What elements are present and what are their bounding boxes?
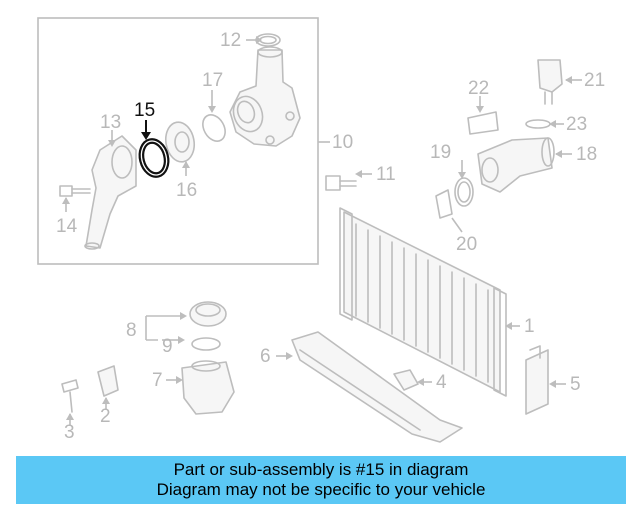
part-21-sensor	[537, 59, 582, 105]
callout-1: 1	[524, 316, 535, 337]
callout-3: 3	[64, 422, 75, 443]
part-18-outlet	[477, 137, 572, 193]
assembly-inset-box	[37, 17, 319, 265]
callout-15: 15	[134, 100, 155, 121]
part-7-reservoir	[166, 360, 235, 415]
part-13-flange	[84, 130, 137, 250]
callout-18: 18	[576, 144, 597, 165]
callout-8: 8	[126, 320, 137, 341]
part-19-oring	[454, 160, 474, 207]
part-9-seal	[162, 336, 221, 351]
callout-12: 12	[220, 30, 241, 51]
callout-19: 19	[430, 142, 451, 163]
part-1-radiator	[339, 207, 520, 397]
part-23-oring	[525, 119, 564, 129]
part-2-mount	[97, 365, 119, 410]
callout-9: 9	[162, 336, 173, 357]
part-5-bracket	[525, 345, 566, 415]
callout-11: 11	[376, 164, 396, 185]
banner-line-2: Diagram may not be specific to your vehi…	[156, 480, 486, 499]
callout-16: 16	[176, 180, 197, 201]
part-20-seal	[435, 189, 463, 233]
part-6-duct	[276, 331, 463, 443]
callout-17: 17	[202, 70, 223, 91]
callout-4: 4	[436, 372, 447, 393]
part-16-thermostat	[164, 121, 196, 176]
callout-6: 6	[260, 346, 271, 367]
callout-20: 20	[456, 234, 477, 255]
callout-13: 13	[100, 112, 121, 133]
callout-5: 5	[570, 374, 581, 395]
part-17-oring	[202, 90, 226, 142]
part-22-gasket	[467, 96, 499, 135]
part-12-oring	[246, 33, 281, 47]
callout-10: 10	[332, 132, 353, 153]
callout-2: 2	[100, 406, 111, 427]
part-3-screw	[61, 379, 79, 426]
callout-14: 14	[56, 216, 78, 237]
part-11-bolt	[325, 170, 372, 191]
parts-diagram: 1 2 3 4 5 6 7 8 9 10 11 12 13 14 15 16 1…	[37, 17, 605, 443]
part-10-housing	[229, 46, 301, 147]
part-8-cap	[145, 301, 227, 341]
info-banner: Part or sub-assembly is #15 in diagram D…	[16, 456, 626, 504]
part-15-oring	[138, 120, 170, 178]
callout-22: 22	[468, 78, 489, 99]
part-4-stop	[393, 369, 432, 391]
callout-21: 21	[584, 70, 605, 91]
part-14-bolt	[59, 185, 91, 212]
callout-23: 23	[566, 114, 587, 135]
callout-7: 7	[152, 370, 163, 391]
banner-line-1: Part or sub-assembly is #15 in diagram	[173, 460, 469, 479]
